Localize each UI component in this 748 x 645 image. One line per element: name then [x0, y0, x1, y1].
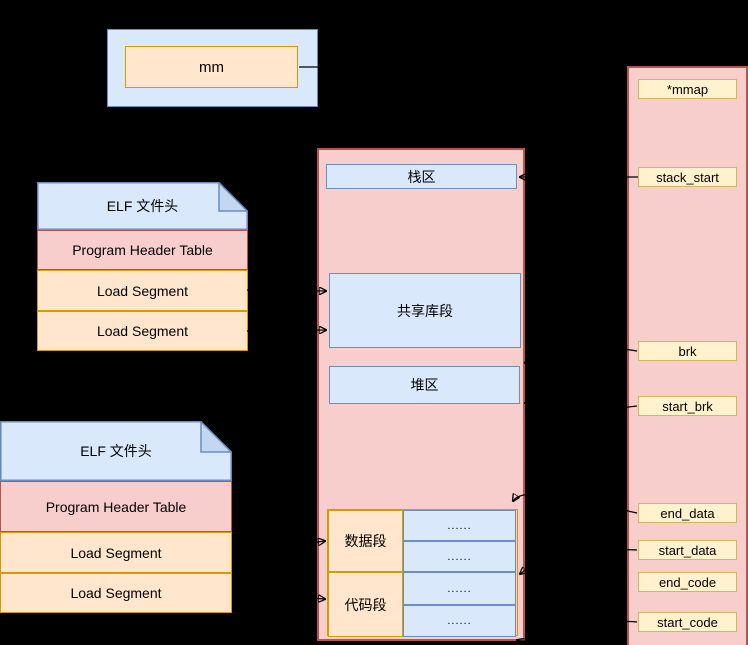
connector-elf-bottom-ls2-to-code-segment: [231, 592, 325, 599]
code-segment-label: 代码段: [344, 596, 387, 613]
elf-top-ls1-label: Load Segment: [96, 282, 189, 299]
elf-top-load-segment-1: Load Segment: [37, 270, 248, 311]
connector-start-data-to-data-bottom: [520, 549, 638, 574]
stack-region: 栈区: [326, 164, 517, 189]
elf-top-pht-label: Program Header Table: [72, 242, 213, 258]
elf-top-program-header-table: Program Header Table: [37, 230, 248, 270]
document-fold-shape: [37, 182, 248, 230]
elf-bottom-pht-label: Program Header Table: [45, 498, 187, 515]
field-start-code-label: start_code: [657, 614, 718, 630]
field-end-data-label: end_data: [660, 505, 715, 521]
field-start-code: start_code: [638, 612, 737, 632]
field-stack-start: stack_start: [638, 167, 737, 187]
document-fold-shape: [0, 421, 232, 481]
connector-elf-top-ls2-to-shared-lib: [246, 330, 326, 331]
field-brk: brk: [638, 341, 737, 361]
heap-region: 堆区: [329, 366, 520, 404]
mm-label: mm: [199, 58, 224, 76]
field-start-brk-label: start_brk: [662, 398, 713, 414]
elf-bottom-program-header-table: Program Header Table: [0, 481, 232, 532]
field-stack-start-label: stack_start: [656, 169, 719, 185]
elf-top-header-label: ELF 文件头: [106, 198, 179, 214]
field-mmap-label: *mmap: [666, 81, 709, 97]
data-segment-row-2: ......: [403, 541, 516, 572]
elf-bottom-ls2-label: Load Segment: [70, 585, 162, 601]
code-segment-row-1: ......: [403, 572, 516, 605]
shared-lib-label: 共享库段: [397, 302, 453, 319]
field-start-brk: start_brk: [638, 396, 737, 416]
elf-top-header: ELF 文件头: [37, 182, 248, 230]
connector-end-data-to-data-top: [513, 494, 638, 514]
stack-label: 栈区: [407, 168, 436, 185]
dots-label: ......: [447, 519, 472, 532]
data-segment-label: 数据段: [344, 533, 387, 549]
connector-brk-to-heap-top: [525, 347, 638, 363]
connector-start-brk-to-heap-bottom: [525, 403, 638, 411]
elf-bottom-load-segment-1: Load Segment: [0, 532, 232, 573]
dots-label: ......: [447, 582, 472, 595]
heap-label: 堆区: [410, 377, 439, 393]
shared-lib-region: 共享库段: [329, 273, 521, 348]
connector-elf-bottom-ls1-to-data-segment: [231, 541, 325, 554]
elf-bottom-header: ELF 文件头: [0, 421, 232, 481]
code-segment-cell: 代码段: [328, 572, 403, 637]
dots-label: ......: [447, 615, 472, 627]
field-end-code-label: end_code: [658, 574, 717, 590]
segment-table: 数据段 代码段 ...... ...... ...... ......: [327, 509, 518, 637]
field-end-code: end_code: [638, 572, 737, 592]
data-segment-cell: 数据段: [328, 510, 403, 572]
field-start-data-label: start_data: [658, 542, 717, 558]
elf-top-load-segment-2: Load Segment: [37, 311, 248, 351]
elf-top-ls2-label: Load Segment: [96, 323, 189, 339]
field-brk-label: brk: [678, 343, 697, 359]
connector-start-code-to-code-bottom: [517, 620, 638, 641]
code-segment-row-2: ......: [403, 605, 516, 637]
connector-elf-top-ls1-to-shared-lib: [246, 290, 326, 291]
mm-node: mm: [125, 46, 298, 88]
elf-bottom-load-segment-2: Load Segment: [0, 573, 232, 613]
dots-label: ......: [447, 550, 472, 563]
field-end-data: end_data: [638, 503, 737, 523]
field-mmap: *mmap: [638, 79, 737, 99]
data-segment-row-1: ......: [403, 510, 516, 541]
field-start-data: start_data: [638, 540, 737, 560]
elf-bottom-header-label: ELF 文件头: [80, 443, 152, 459]
elf-bottom-ls1-label: Load Segment: [70, 544, 162, 561]
